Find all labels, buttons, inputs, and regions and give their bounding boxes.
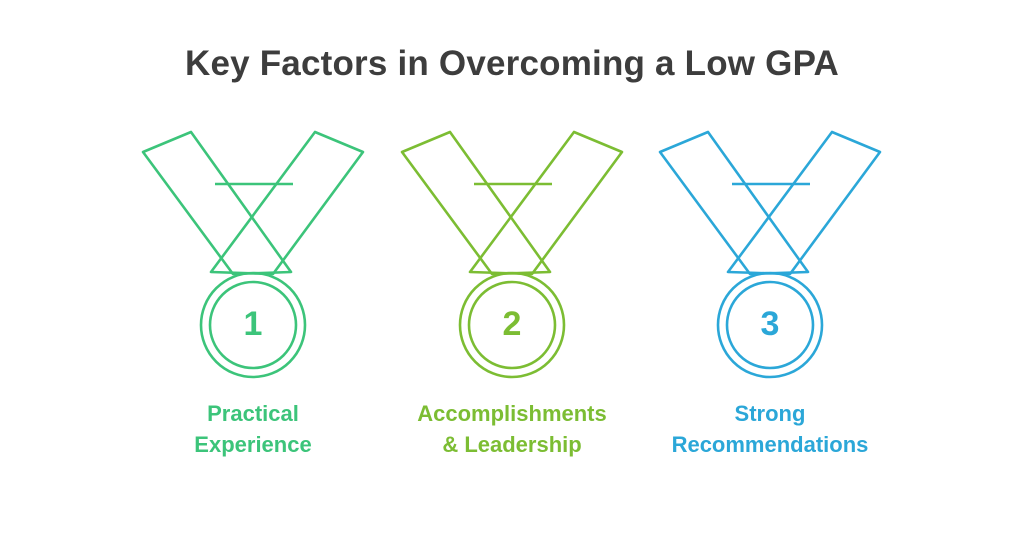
medal-number: 2: [502, 305, 522, 343]
medal-item-strong-recommendations: 3: [650, 128, 890, 388]
medal-number: 1: [243, 305, 263, 343]
label-line: Experience: [194, 432, 312, 457]
label-line: Strong: [734, 401, 806, 426]
page-title: Key Factors in Overcoming a Low GPA: [184, 44, 839, 83]
medal-icon: [400, 130, 624, 379]
label-line: Practical: [207, 401, 299, 426]
label-accomplishments-leadership: Accomplishments & Leadership: [362, 398, 662, 460]
medal-item-accomplishments-leadership: 2: [392, 128, 632, 388]
label-practical-experience: Practical Experience: [103, 398, 403, 460]
medal-number: 3: [760, 305, 780, 343]
medal-icon: [658, 130, 882, 379]
label-strong-recommendations: Strong Recommendations: [620, 398, 920, 460]
medal-icon: [141, 130, 365, 379]
medal-item-practical-experience: 1: [133, 128, 373, 388]
label-line: & Leadership: [442, 432, 582, 457]
label-line: Accomplishments: [417, 401, 607, 426]
label-line: Recommendations: [671, 432, 869, 457]
